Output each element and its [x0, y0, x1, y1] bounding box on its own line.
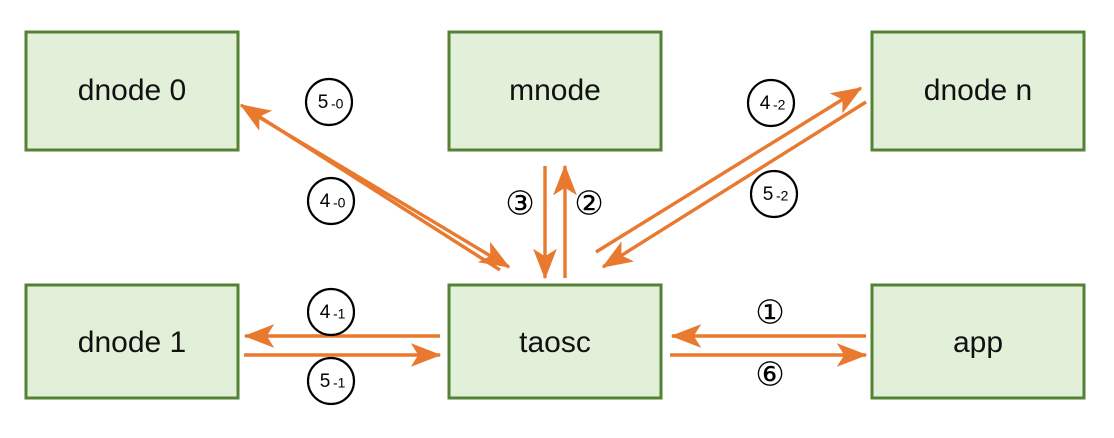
badge-circle	[306, 356, 356, 406]
badge-5-2[interactable]: 5 -2	[749, 169, 799, 219]
badge-sub-label: -0	[333, 195, 346, 211]
badge-4-1[interactable]: 4 -1	[306, 287, 356, 337]
badge-sub-label: -1	[333, 306, 346, 322]
badge-circle	[306, 176, 356, 226]
node-label: taosc	[519, 326, 591, 359]
badge-2[interactable]: ②	[574, 184, 604, 223]
badge-circle	[306, 287, 356, 337]
node-label: mnode	[509, 74, 601, 107]
badge-main-label: 4	[760, 93, 771, 114]
badge-main-label: 5	[320, 371, 331, 392]
badge-circle	[749, 169, 799, 219]
edge-taosc-to-dnoden-line[interactable]	[595, 86, 863, 254]
badge-4-0[interactable]: 4 -0	[306, 176, 356, 226]
badge-sub-label: -1	[333, 375, 346, 391]
badge-main-label: 5	[763, 184, 774, 205]
node-dnode-n[interactable]: dnode n	[870, 30, 1086, 152]
node-label: dnode n	[924, 74, 1032, 107]
badge-circle	[746, 78, 796, 128]
badge-sub-label: -2	[776, 188, 789, 204]
node-taosc[interactable]: taosc	[447, 283, 663, 400]
node-box-rect	[24, 30, 240, 152]
edge-dnoden-to-taosc-line[interactable]	[601, 100, 867, 269]
badge-glyph-label: ⑥	[755, 355, 785, 394]
badge-1[interactable]: ①	[755, 293, 785, 332]
node-box-rect	[870, 30, 1086, 152]
badge-3[interactable]: ③	[505, 184, 535, 223]
badge-main-label: 4	[320, 191, 331, 212]
node-box-rect	[447, 30, 663, 152]
node-mnode[interactable]: mnode	[447, 30, 663, 152]
badge-glyph-label: ③	[505, 184, 535, 223]
node-box-rect	[870, 283, 1086, 400]
badge-4-2[interactable]: 4 -2	[746, 78, 796, 128]
node-label: dnode 1	[78, 326, 186, 359]
badge-circle	[304, 77, 354, 127]
badge-sub-label: -2	[773, 97, 786, 113]
edge-dnode0-to-taosc-line[interactable]	[251, 111, 511, 269]
node-label: dnode 0	[78, 74, 186, 107]
node-box-rect	[24, 283, 240, 400]
node-label: app	[953, 326, 1003, 359]
badge-glyph-label: ②	[574, 184, 604, 223]
badge-5-0[interactable]: 5 -0	[304, 77, 354, 127]
badge-main-label: 5	[318, 92, 329, 113]
badge-main-label: 4	[320, 302, 331, 323]
node-dnode-1[interactable]: dnode 1	[24, 283, 240, 400]
node-dnode-0[interactable]: dnode 0	[24, 30, 240, 152]
badge-5-1[interactable]: 5 -1	[306, 356, 356, 406]
badge-glyph-label: ①	[755, 293, 785, 332]
node-app[interactable]: app	[870, 283, 1086, 400]
badge-6[interactable]: ⑥	[755, 355, 785, 394]
badge-sub-label: -0	[331, 96, 344, 112]
node-box-rect	[447, 283, 663, 400]
